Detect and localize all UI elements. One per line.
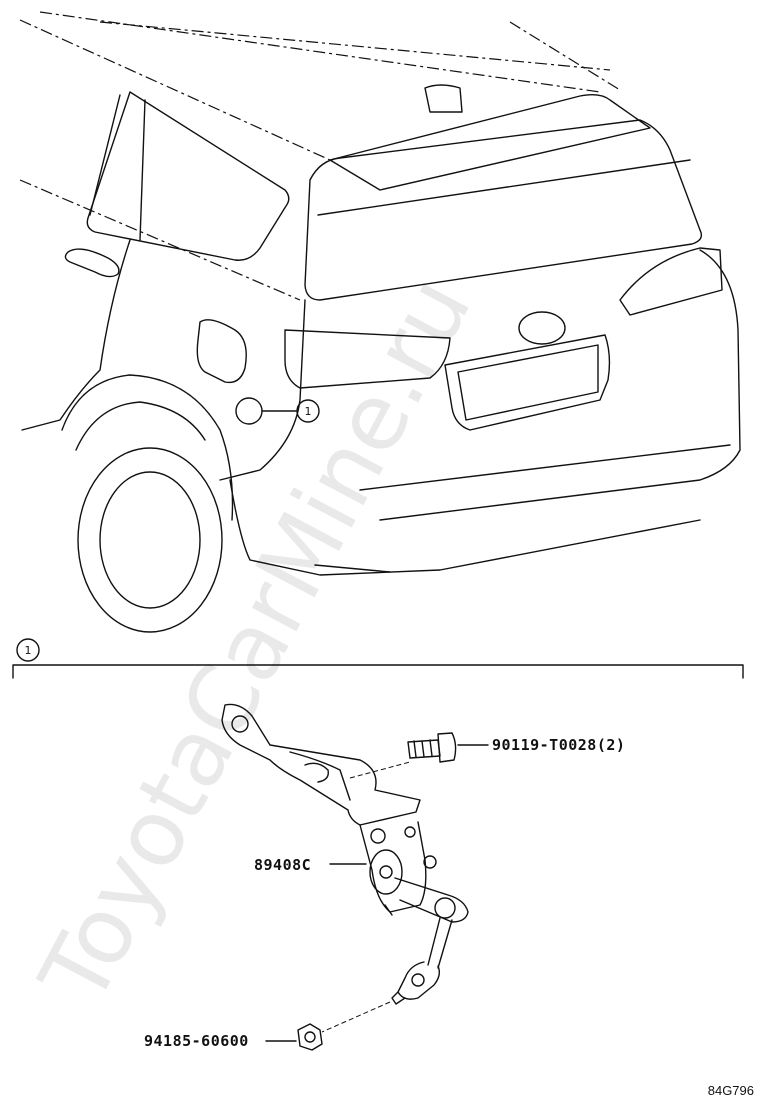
sensor-part-number[interactable]: 89408C	[254, 856, 311, 874]
nut-part-number[interactable]: 94185-60600	[144, 1032, 249, 1050]
bolt-head	[437, 732, 457, 763]
section-bracket	[12, 664, 744, 679]
part-bolt-90119-T0028[interactable]: 90119-T0028(2)	[407, 732, 625, 763]
figure-code: 84G796	[708, 1083, 754, 1098]
watermark: ToyotaCarMine.ru	[19, 260, 491, 1021]
nut-body	[297, 1023, 323, 1051]
part-nut-94185-60600[interactable]: 94185-60600	[144, 1023, 323, 1051]
watermark-text: ToyotaCarMine.ru	[19, 260, 491, 1021]
part-sensor-89408C[interactable]: 89408C	[254, 856, 367, 874]
callout-number: 1	[305, 405, 312, 418]
section-callout-circle	[16, 638, 40, 662]
callout-circle	[296, 399, 320, 423]
vehicle-rear-illustration	[19, 11, 741, 633]
height-control-sensor-assembly	[221, 703, 469, 1033]
bolt-part-number[interactable]: 90119-T0028(2)	[492, 736, 625, 754]
vehicle-callout-1[interactable]: 1	[296, 399, 320, 423]
sensor-location-marker	[235, 397, 263, 425]
section-header-1: 1	[12, 638, 744, 679]
section-callout-number: 1	[25, 644, 32, 657]
